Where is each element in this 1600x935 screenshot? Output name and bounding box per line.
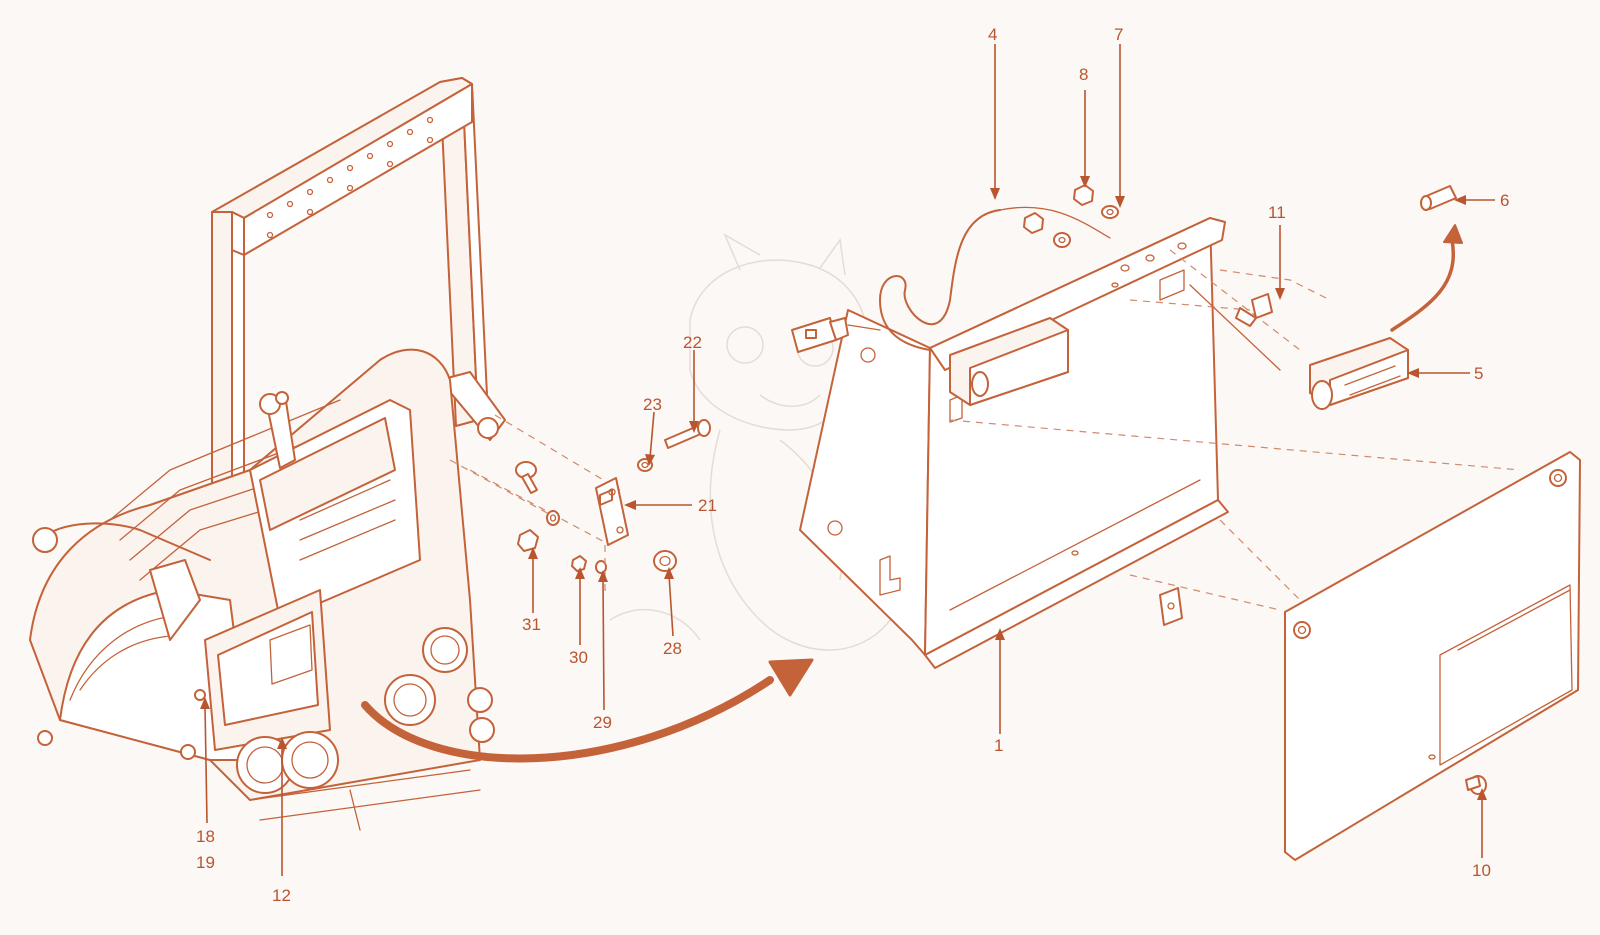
callout-12: 12 [272, 886, 291, 905]
callout-28: 28 [663, 639, 682, 658]
callout-29: 29 [593, 713, 612, 732]
callout-arrowheads [200, 176, 1487, 800]
callout-leaders [204, 44, 1495, 876]
callout-19: 19 [196, 853, 215, 872]
callout-10: 10 [1472, 861, 1491, 880]
callout-5: 5 [1474, 364, 1483, 383]
callout-22: 22 [683, 333, 702, 352]
callout-labels: 4 8 7 11 6 5 1 10 22 23 21 31 30 29 28 1… [196, 25, 1509, 905]
callout-6: 6 [1500, 191, 1509, 210]
callout-4: 4 [988, 25, 997, 44]
pin-part-6 [1390, 185, 1463, 332]
projection-lines-left [449, 414, 621, 546]
callout-23: 23 [643, 395, 662, 414]
spring-clip [1159, 587, 1183, 626]
assembly-arrow [361, 658, 814, 763]
callout-1: 1 [994, 736, 1003, 755]
callout-31: 31 [522, 615, 541, 634]
callout-21: 21 [698, 496, 717, 515]
gauge-cluster [236, 627, 495, 794]
callout-30: 30 [569, 648, 588, 667]
callout-7: 7 [1114, 25, 1123, 44]
callout-11: 11 [1268, 203, 1286, 222]
top-hardware [1023, 184, 1119, 248]
callout-8: 8 [1079, 65, 1088, 84]
machine-frame-assembly [29, 77, 506, 831]
wire-harness-part-4 [791, 206, 1111, 353]
mounting-plate-part-1 [799, 217, 1229, 669]
lamp-assembly-part-5 [1129, 249, 1409, 410]
cover-plate [949, 419, 1581, 861]
callout-18: 18 [196, 827, 215, 846]
